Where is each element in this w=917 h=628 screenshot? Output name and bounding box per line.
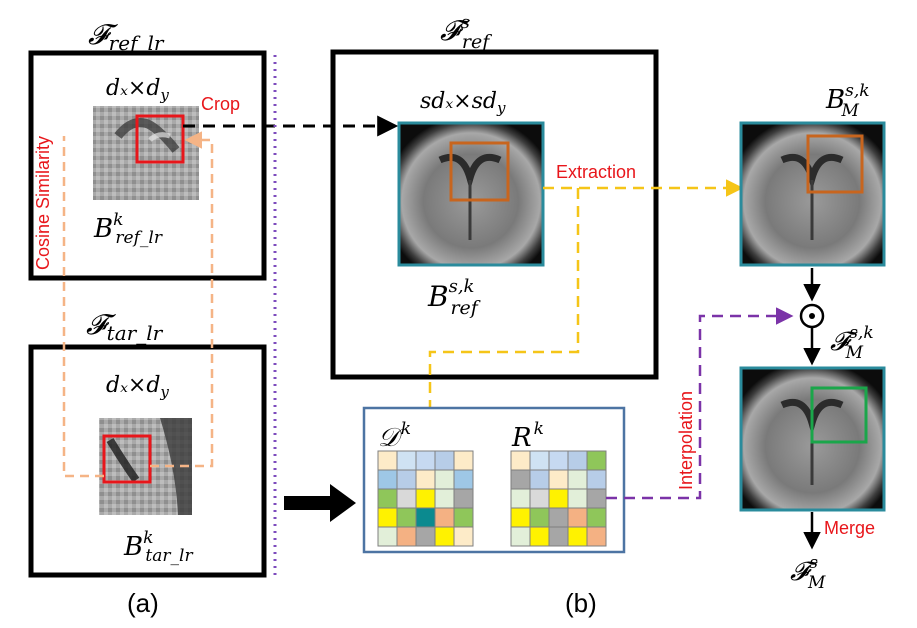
matrix-cell bbox=[567, 469, 588, 490]
matrix-cell bbox=[377, 507, 398, 528]
input-arrow bbox=[284, 484, 356, 522]
matrix-cell bbox=[453, 450, 474, 471]
matrix-cell bbox=[548, 450, 569, 471]
matrix-cell bbox=[548, 469, 569, 490]
matrix-cell bbox=[415, 507, 436, 528]
crop-box bbox=[135, 114, 185, 164]
matrix-cell bbox=[377, 450, 398, 471]
ref-lr-title: 𝓕ref_lr bbox=[88, 18, 165, 55]
matrix-cell bbox=[453, 469, 474, 490]
matrix-cell bbox=[529, 526, 550, 547]
matrix-cell bbox=[529, 469, 550, 490]
matrix-cell bbox=[567, 507, 588, 528]
target-box bbox=[102, 434, 152, 484]
matrix-cell bbox=[567, 450, 588, 471]
merge-label: Merge bbox=[824, 518, 875, 538]
matrix-r-grid bbox=[510, 450, 607, 547]
ref-lr-frame bbox=[28, 50, 267, 281]
matrix-cell bbox=[415, 526, 436, 547]
extraction-flow: Extraction bbox=[428, 162, 744, 408]
matrix-d-grid bbox=[377, 450, 474, 547]
matrix-cell bbox=[548, 526, 569, 547]
matrix-cell bbox=[453, 507, 474, 528]
matrix-cell bbox=[567, 488, 588, 509]
ref-hr-frame bbox=[330, 49, 659, 380]
matrix-cell bbox=[396, 450, 417, 471]
matrix-cell bbox=[415, 469, 436, 490]
matrix-cell bbox=[396, 488, 417, 509]
matrix-cell bbox=[586, 469, 607, 490]
matrix-cell bbox=[434, 469, 455, 490]
merged-block-box bbox=[810, 386, 868, 444]
matrix-cell bbox=[434, 488, 455, 509]
interpolation-flow: Interpolation bbox=[606, 307, 794, 500]
matrix-cell bbox=[510, 526, 531, 547]
matrix-cell bbox=[548, 507, 569, 528]
ref-lr-patch-dim: dₓ×dy bbox=[106, 76, 169, 104]
cosine-similarity-loop: Cosine Similarity bbox=[33, 131, 214, 478]
tar-lr-title: 𝓕tar_lr bbox=[86, 308, 164, 345]
matrix-cell bbox=[510, 507, 531, 528]
matrix-cell bbox=[529, 507, 550, 528]
bm-block-box bbox=[806, 134, 864, 194]
tar-lr-patch-dim: dₓ×dy bbox=[106, 373, 169, 401]
matrix-cell bbox=[529, 488, 550, 509]
matrix-cell bbox=[415, 488, 436, 509]
matrix-cell bbox=[548, 488, 569, 509]
extraction-label: Extraction bbox=[556, 162, 636, 182]
matrix-frame bbox=[362, 406, 626, 554]
matrix-cell bbox=[510, 488, 531, 509]
matrix-cell bbox=[510, 450, 531, 471]
matrix-cell bbox=[453, 526, 474, 547]
matrix-cell bbox=[377, 469, 398, 490]
matrix-cell bbox=[586, 526, 607, 547]
matrix-cell bbox=[396, 469, 417, 490]
matrix-cell bbox=[529, 450, 550, 471]
matrix-cell bbox=[453, 488, 474, 509]
caption-a: (a) bbox=[127, 588, 159, 618]
matrix-cell bbox=[510, 469, 531, 490]
ref-hr-patch-dim: sdₓ×sdy bbox=[420, 89, 506, 117]
matrix-cell bbox=[377, 488, 398, 509]
matrix-cell bbox=[415, 450, 436, 471]
matrix-cell bbox=[586, 488, 607, 509]
matrix-cell bbox=[396, 507, 417, 528]
matrix-cell bbox=[377, 526, 398, 547]
matrix-cell bbox=[396, 526, 417, 547]
matrix-cell bbox=[434, 450, 455, 471]
interpolation-label: Interpolation bbox=[676, 391, 696, 490]
ref-hr-block-box bbox=[449, 141, 510, 202]
matrix-cell bbox=[586, 507, 607, 528]
merged-block bbox=[739, 366, 886, 512]
cosine-similarity-label: Cosine Similarity bbox=[33, 136, 53, 270]
tar-lr-frame bbox=[28, 344, 267, 578]
crop-label: Crop bbox=[201, 94, 240, 114]
caption-b: (b) bbox=[565, 588, 597, 618]
matrix-cell bbox=[567, 526, 588, 547]
matrix-cell bbox=[434, 526, 455, 547]
matrix-cell bbox=[434, 507, 455, 528]
matrix-cell bbox=[586, 450, 607, 471]
